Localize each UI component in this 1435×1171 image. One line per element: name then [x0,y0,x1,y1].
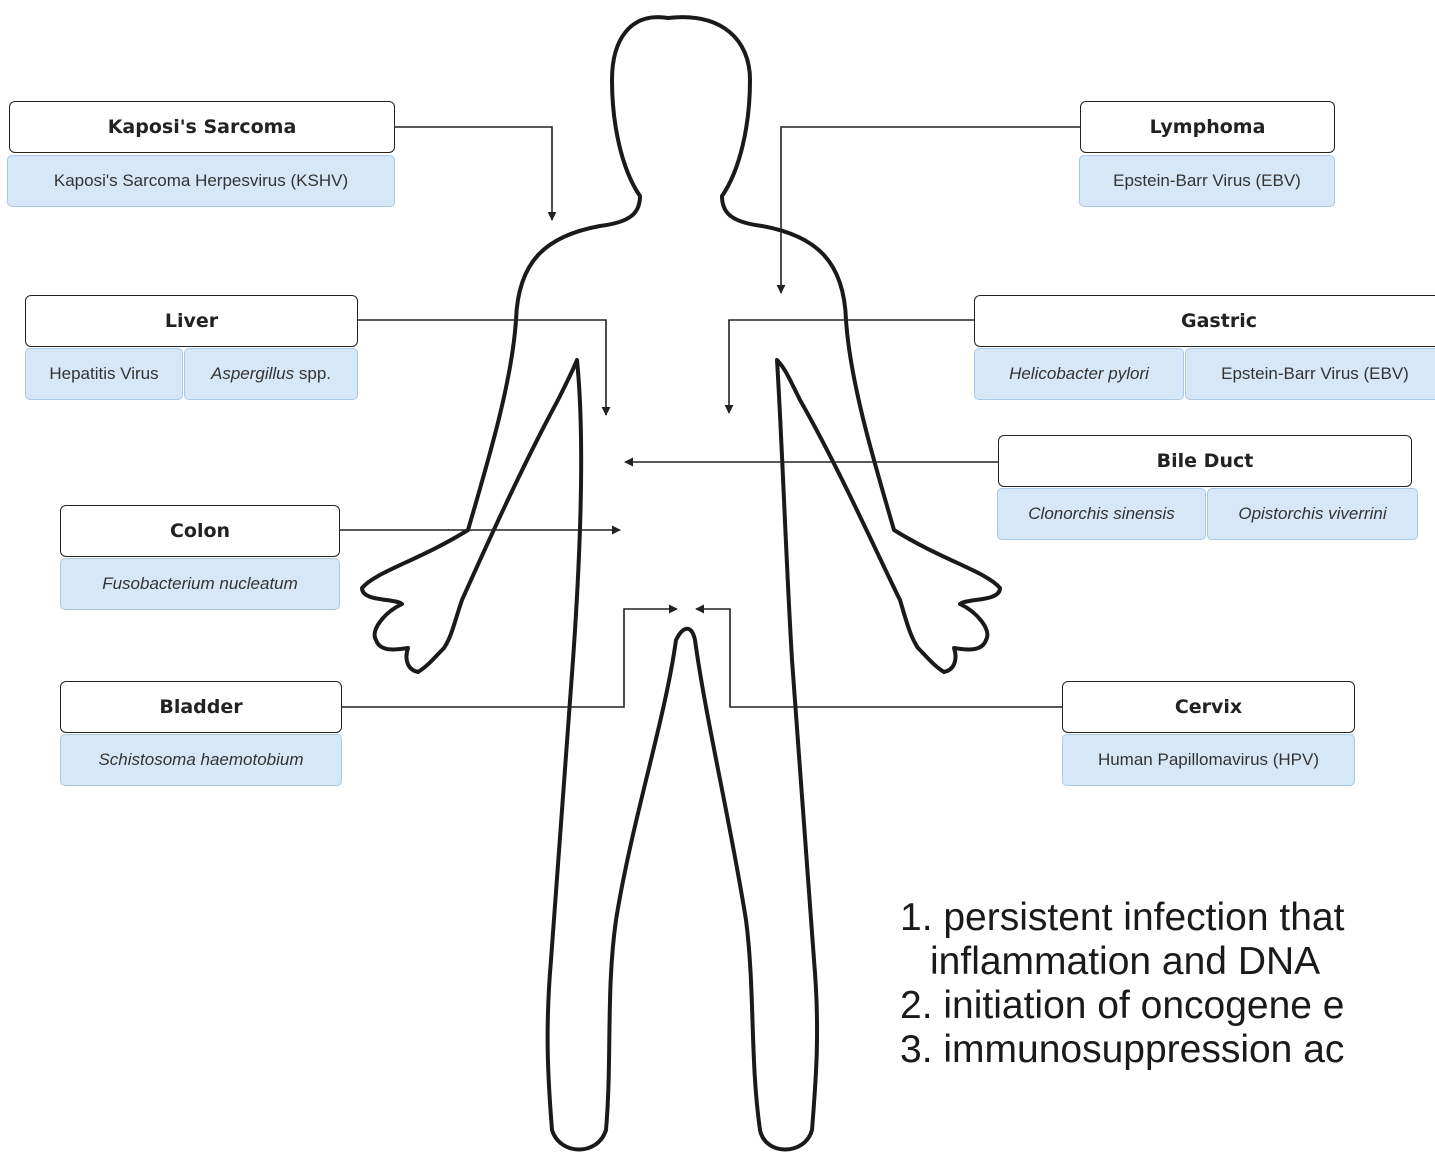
bladder-agent: Schistosoma haemotobium [60,734,342,786]
bile-duct-title: Bile Duct [998,435,1412,487]
gastric-agent-hpylori: Helicobacter pylori [974,348,1184,400]
liver-agent-hepatitis: Hepatitis Virus [25,348,183,400]
colon-agent: Fusobacterium nucleatum [60,558,340,610]
cervix-connector [696,609,1062,707]
bile-agent-opistorchis: Opistorchis viverrini [1207,488,1418,540]
kaposi-title: Kaposi's Sarcoma [9,101,395,153]
liver-agent-aspergillus: Aspergillus spp. [184,348,358,400]
kaposi-connector [395,127,552,220]
note-item-1: 1. persistent infection that [900,896,1345,940]
aspergillus-name: Aspergillus [211,364,294,384]
liver-title: Liver [25,295,358,347]
bile-agent-clonorchis: Clonorchis sinensis [997,488,1206,540]
mechanism-notes: 1. persistent infection that inflammatio… [900,896,1345,1072]
aspergillus-spp: spp. [299,364,331,384]
bladder-title: Bladder [60,681,342,733]
lymphoma-agent: Epstein-Barr Virus (EBV) [1079,155,1335,207]
lymphoma-title: Lymphoma [1080,101,1335,153]
bladder-connector [342,609,677,707]
kaposi-agent: Kaposi's Sarcoma Herpesvirus (KSHV) [7,155,395,207]
note-item-3: 3. immunosuppression ac [900,1028,1345,1072]
note-item-2: 2. initiation of oncogene e [900,984,1345,1028]
note-item-1-cont: inflammation and DNA [900,940,1345,984]
cervix-title: Cervix [1062,681,1355,733]
cervix-agent: Human Papillomavirus (HPV) [1062,734,1355,786]
liver-connector [358,320,606,415]
lymphoma-connector [781,127,1080,293]
gastric-agent-ebv: Epstein-Barr Virus (EBV) [1185,348,1435,400]
gastric-title: Gastric [974,295,1435,347]
colon-title: Colon [60,505,340,557]
